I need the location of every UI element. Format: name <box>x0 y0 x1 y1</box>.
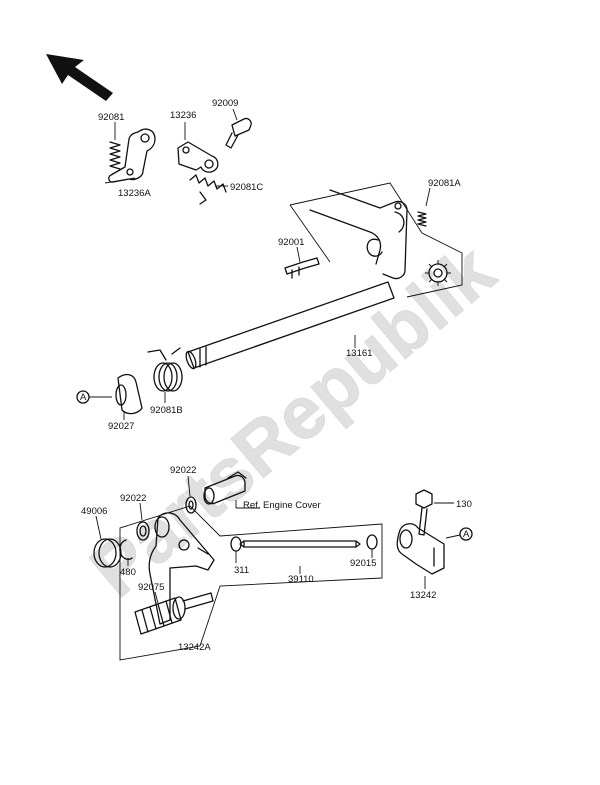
label-49006: 49006 <box>81 506 107 517</box>
spring-92081 <box>109 122 121 170</box>
pedal-lever <box>148 512 215 625</box>
tie-rod-39110 <box>239 540 361 574</box>
bolt-130 <box>415 489 454 536</box>
nut-92015 <box>366 534 378 558</box>
ref-engine-cover-note: Ref. Engine Cover <box>243 500 321 511</box>
ref-a-upper-text: A <box>80 392 87 403</box>
label-480: 480 <box>120 567 136 578</box>
watermark: PartsRepublik <box>74 228 510 613</box>
collar-92027 <box>115 373 143 420</box>
part-labels: 92081 13236 92009 92081C 13236A 92081A 9… <box>81 98 472 653</box>
label-13161: 13161 <box>346 348 372 359</box>
torsion-spring-92081b <box>147 347 183 403</box>
washer-92022-lower <box>136 502 150 541</box>
arm-13236a <box>104 128 156 184</box>
label-39110: 39110 <box>288 574 314 585</box>
watermark-text: PartsRepublik <box>75 228 510 612</box>
footpeg-92075 <box>134 591 214 635</box>
label-13236: 13236 <box>170 110 196 121</box>
ref-a-upper: A <box>76 390 112 404</box>
ref-a-lower-text: A <box>463 529 470 540</box>
label-92015: 92015 <box>350 558 376 569</box>
label-92075: 92075 <box>138 582 164 593</box>
engine-cover-ref-stud: Ref. Engine Cover <box>203 471 321 511</box>
spring-92081a <box>417 187 431 227</box>
gear-cog-icon <box>425 260 451 286</box>
label-92022-upper: 92022 <box>170 465 196 476</box>
label-92001: 92001 <box>278 237 304 248</box>
label-92009: 92009 <box>212 98 238 109</box>
washer-92022-upper <box>185 475 197 514</box>
lever-13242 <box>396 523 445 589</box>
label-92081b: 92081B <box>150 405 183 416</box>
label-92081a: 92081A <box>428 178 461 189</box>
ref-a-lower: A <box>445 527 473 541</box>
assembly-frame-lower <box>119 505 383 661</box>
plate-13236 <box>177 122 219 173</box>
front-direction-arrow-icon <box>46 54 113 101</box>
nut-311 <box>230 536 242 563</box>
bolt-92009 <box>225 108 252 149</box>
shaft-13161 <box>185 281 395 370</box>
label-13236a: 13236A <box>118 188 151 199</box>
label-92081: 92081 <box>98 112 124 123</box>
label-92022-lower: 92022 <box>120 493 146 504</box>
label-311: 311 <box>234 565 249 576</box>
assembly-frame-upper <box>289 182 463 298</box>
label-13242a: 13242A <box>178 642 211 653</box>
label-92081c: 92081C <box>230 182 263 193</box>
label-13242: 13242 <box>410 590 436 601</box>
label-130: 130 <box>456 499 472 510</box>
shift-drum-arm <box>309 189 408 280</box>
label-92027: 92027 <box>108 421 134 432</box>
circlip-480 <box>119 539 133 566</box>
pin-92001 <box>284 246 320 279</box>
spring-92081c <box>189 174 228 205</box>
